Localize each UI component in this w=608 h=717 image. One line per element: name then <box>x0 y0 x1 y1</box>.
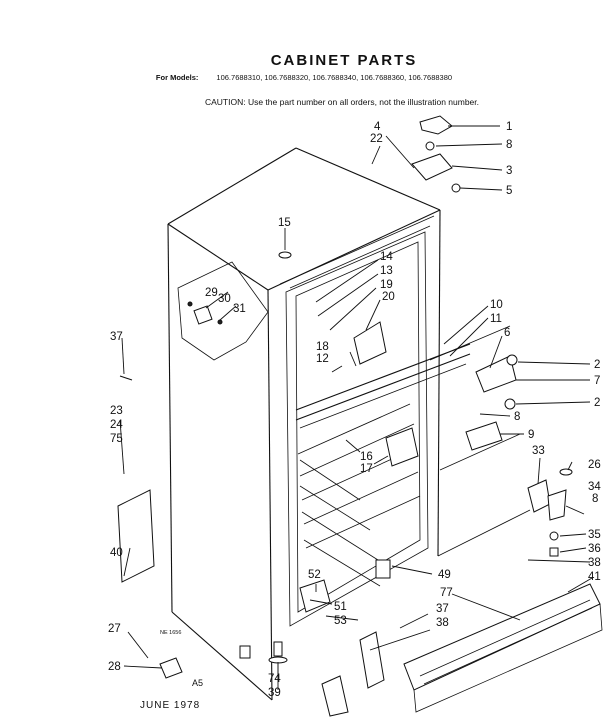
page-title: CABINET PARTS <box>270 52 418 69</box>
callout-34: 34 <box>588 481 601 493</box>
callout-53: 53 <box>334 615 347 627</box>
callout-75: 75 <box>110 433 123 445</box>
callout-29: 29 <box>205 287 218 299</box>
cabinet-outline <box>167 147 531 701</box>
callout-22: 22 <box>370 133 383 145</box>
revision-date: JUNE 1978 <box>140 700 200 711</box>
callout-24: 24 <box>110 419 123 431</box>
leader-lines <box>119 125 593 690</box>
callout-38-bottom: 38 <box>436 617 449 629</box>
callout-9: 9 <box>528 429 534 441</box>
callout-49: 49 <box>438 569 451 581</box>
callout-35: 35 <box>588 529 601 541</box>
callout-51: 51 <box>334 601 347 613</box>
callout-2-upper: 2 <box>594 359 600 371</box>
model-list: For Models: 106.7688310, 106.7688320, 106… <box>0 73 608 82</box>
callout-17: 17 <box>360 463 373 475</box>
callout-23: 23 <box>110 405 123 417</box>
side-label-panel <box>177 261 269 361</box>
callout-28: 28 <box>108 661 121 673</box>
grille-kickplate <box>403 583 603 713</box>
callout-2-lower: 2 <box>594 397 600 409</box>
callout-10: 10 <box>490 299 503 311</box>
callout-14: 14 <box>380 251 393 263</box>
hardware-parts <box>117 115 573 717</box>
callout-26: 26 <box>588 459 601 471</box>
callout-36: 36 <box>588 543 601 555</box>
models-values: 106.7688310, 106.7688320, 106.7688340, 1… <box>216 73 453 82</box>
callout-13: 13 <box>380 265 393 277</box>
callout-3: 3 <box>506 165 512 177</box>
callout-19: 19 <box>380 279 393 291</box>
callout-8-mid: 8 <box>514 411 520 423</box>
callout-4: 4 <box>374 121 381 133</box>
callout-5: 5 <box>506 185 512 197</box>
callout-16: 16 <box>360 451 373 463</box>
callout-77: 77 <box>440 587 453 599</box>
callout-31: 31 <box>233 303 246 315</box>
caution-note: CAUTION: Use the part number on all orde… <box>204 97 479 107</box>
callout-37-left: 37 <box>110 331 123 343</box>
callout-41: 41 <box>588 571 601 583</box>
sheet-code: A5 <box>192 678 203 688</box>
callout-38-right: 38 <box>588 557 601 569</box>
callout-30: 30 <box>218 293 231 305</box>
callout-11: 11 <box>490 313 502 325</box>
callout-18: 18 <box>316 341 329 353</box>
callout-8-top: 8 <box>506 139 512 151</box>
callout-39: 39 <box>268 687 281 699</box>
callout-1: 1 <box>506 121 512 133</box>
drawing-code: NE 1656 <box>160 630 181 636</box>
callout-33: 33 <box>532 445 545 457</box>
callout-12: 12 <box>316 353 329 365</box>
callout-27: 27 <box>108 623 121 635</box>
callout-37-bottom: 37 <box>436 603 449 615</box>
shelf-rails <box>297 403 421 587</box>
callout-52: 52 <box>308 569 321 581</box>
callout-74: 74 <box>268 673 281 685</box>
models-label: For Models: <box>155 73 199 82</box>
callout-7: 7 <box>594 375 600 387</box>
callout-labels: 1 8 3 5 4 22 15 14 13 19 20 29 30 31 37 … <box>108 121 601 699</box>
callout-6: 6 <box>504 327 510 339</box>
mullion-divider <box>295 325 511 429</box>
callout-20: 20 <box>382 291 395 303</box>
callout-15: 15 <box>278 217 291 229</box>
callout-8-bottom: 8 <box>592 493 598 505</box>
callout-40: 40 <box>110 547 123 559</box>
